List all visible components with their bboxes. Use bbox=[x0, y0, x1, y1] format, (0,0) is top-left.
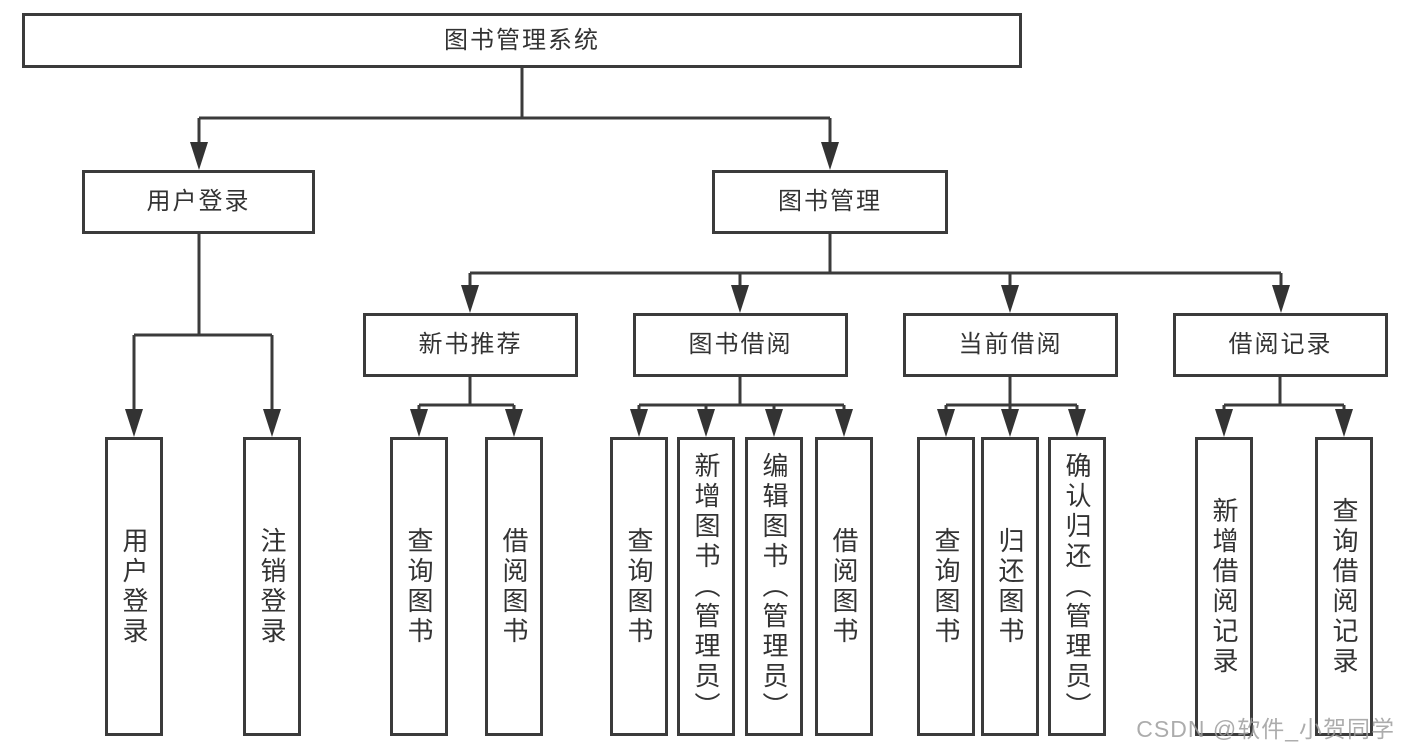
node-user-login: 用户登录 bbox=[82, 170, 315, 234]
node-label: 图书管理系统 bbox=[444, 26, 600, 54]
leaf-user-login: 用户登录 bbox=[105, 437, 163, 736]
csdn-watermark: CSDN @软件_小贺同学 bbox=[1136, 716, 1395, 742]
leaf-query-books-borrow: 查询图书 bbox=[610, 437, 668, 736]
node-borrow-records: 借阅记录 bbox=[1173, 313, 1388, 377]
leaf-query-books-current: 查询图书 bbox=[917, 437, 975, 736]
node-book-borrow: 图书借阅 bbox=[633, 313, 848, 377]
leaf-borrow-books-newbook: 借阅图书 bbox=[485, 437, 543, 736]
leaf-label: 确认归还（管理员） bbox=[1062, 451, 1092, 722]
leaf-label: 查询图书 bbox=[404, 526, 434, 647]
leaf-label: 新增借阅记录 bbox=[1209, 496, 1239, 677]
leaf-logout: 注销登录 bbox=[243, 437, 301, 736]
node-label: 用户登录 bbox=[146, 188, 251, 215]
node-current-borrow: 当前借阅 bbox=[903, 313, 1118, 377]
node-label: 图书借阅 bbox=[688, 331, 793, 358]
leaf-edit-books-admin: 编辑图书（管理员） bbox=[745, 437, 803, 736]
leaf-label: 查询图书 bbox=[931, 526, 961, 647]
leaf-label: 新增图书（管理员） bbox=[691, 451, 721, 722]
node-label: 当前借阅 bbox=[958, 331, 1063, 358]
leaf-label: 查询图书 bbox=[624, 526, 654, 647]
leaf-add-books-admin: 新增图书（管理员） bbox=[677, 437, 735, 736]
leaf-add-borrow-record: 新增借阅记录 bbox=[1195, 437, 1253, 736]
node-new-book-recommend: 新书推荐 bbox=[363, 313, 578, 377]
leaf-label: 归还图书 bbox=[995, 526, 1025, 647]
leaf-query-books-newbook: 查询图书 bbox=[390, 437, 448, 736]
node-label: 图书管理 bbox=[778, 188, 882, 215]
node-label: 借阅记录 bbox=[1228, 331, 1333, 358]
node-book-management: 图书管理 bbox=[712, 170, 948, 234]
leaf-label: 注销登录 bbox=[257, 526, 287, 647]
leaf-query-borrow-record: 查询借阅记录 bbox=[1315, 437, 1373, 736]
leaf-label: 编辑图书（管理员） bbox=[759, 451, 789, 722]
node-label: 新书推荐 bbox=[418, 331, 523, 358]
leaf-return-books: 归还图书 bbox=[981, 437, 1039, 736]
leaf-label: 借阅图书 bbox=[499, 526, 529, 647]
leaf-label: 查询借阅记录 bbox=[1329, 496, 1359, 677]
leaf-confirm-return-admin: 确认归还（管理员） bbox=[1048, 437, 1106, 736]
leaf-borrow-books: 借阅图书 bbox=[815, 437, 873, 736]
node-system-root: 图书管理系统 bbox=[22, 13, 1022, 68]
leaf-label: 借阅图书 bbox=[829, 526, 859, 647]
leaf-label: 用户登录 bbox=[119, 526, 149, 647]
